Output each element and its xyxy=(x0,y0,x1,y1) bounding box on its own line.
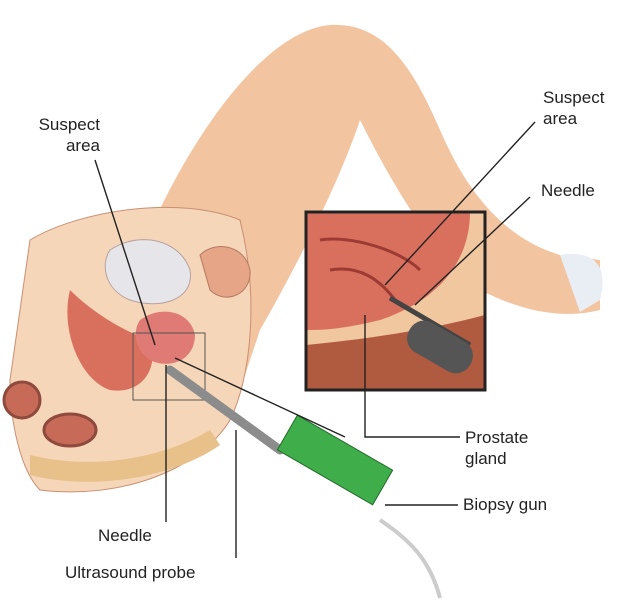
label-biopsy-gun: Biopsy gun xyxy=(463,495,548,514)
label-line: area xyxy=(543,109,578,128)
ultrasound-probe-shaft xyxy=(165,365,285,455)
label-suspect-area-right: Suspect area xyxy=(543,87,604,129)
biopsy-gun xyxy=(276,414,394,506)
label-suspect-area-left: Suspect area xyxy=(18,114,100,156)
prostate xyxy=(135,311,195,364)
inset-magnified-view xyxy=(304,210,487,392)
label-line: Suspect xyxy=(38,115,100,134)
label-line: area xyxy=(65,136,100,155)
label-line: gland xyxy=(465,449,507,468)
leader-lines xyxy=(94,121,536,558)
leg xyxy=(150,24,600,422)
label-line: Prostate xyxy=(465,428,529,447)
detail-region-box xyxy=(132,332,206,401)
label-prostate-gland: Prostate gland xyxy=(465,427,528,469)
label-line: Suspect xyxy=(543,88,605,107)
label-ultrasound-probe: Ultrasound probe xyxy=(65,563,196,582)
label-needle-right: Needle xyxy=(541,181,595,200)
rectum xyxy=(67,290,153,391)
label-needle-bottom: Needle xyxy=(98,526,152,545)
